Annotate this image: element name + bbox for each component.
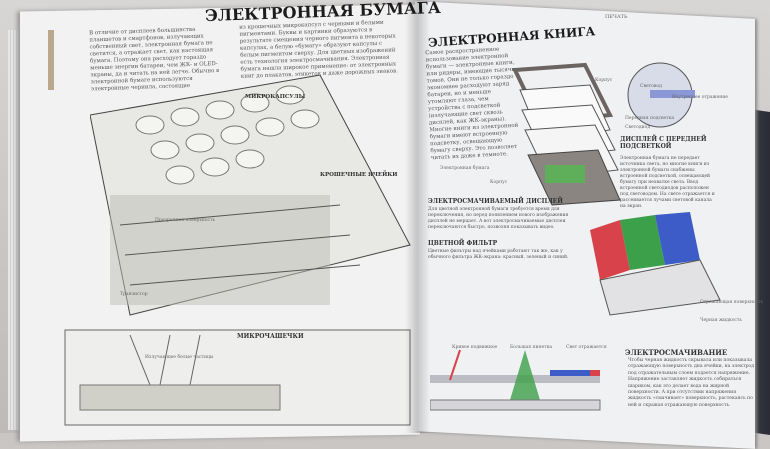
microcups-illustration [64, 329, 411, 426]
intro-col2: из крошечных микрокапсул с черными и бел… [239, 19, 399, 80]
led-label: Светодиод [625, 125, 651, 130]
running-head: ПЕЧАТЬ [605, 14, 628, 20]
case-bottom-label: Корпус [490, 180, 508, 185]
side-label-reflective: Отражающая поверхность [700, 300, 764, 305]
color-filter-heading: ЦВЕТНОЙ ФИЛЬТР [428, 240, 498, 247]
bottom-label-2: Большая пипетка [510, 345, 553, 350]
front-light-body: Электронная бумага не передает источника… [620, 156, 715, 209]
transistor-label: Транзистор [120, 292, 148, 297]
front-light-heading: ДИСПЛЕЙ С ПЕРЕДНЕЙ ПОДСВЕТКОЙ [620, 136, 707, 150]
electrowetting-body: Чтобы черная жидкость скрывала или показ… [628, 358, 755, 408]
white-particle-label: Излучающее белые частицы [145, 355, 214, 360]
electrowetting-diagram [430, 349, 601, 411]
ebook-exploded-diagram [511, 62, 695, 206]
bottom-label-1: Кривое подвижное [452, 345, 498, 350]
epaper-label: Электронная бумага [440, 166, 490, 171]
electrowetting-display-heading: ЭЛЕКТРОСМАЧИВАЕМЫЙ ДИСПЛЕЙ [428, 198, 563, 205]
book-spine-shadow [405, 0, 430, 433]
bottom-label-3: Свет отражается [566, 345, 607, 350]
internal-reflection-label: Внутреннее отражение [672, 95, 728, 100]
tiny-cells-heading: КРОШЕЧНЫЕ ЯЧЕЙКИ [320, 172, 398, 178]
front-surface-label: Прозрачная поверхность [155, 218, 215, 223]
front-light-label: Передняя подсветка [625, 116, 675, 121]
section-tab [48, 30, 54, 90]
electrowetting-heading: ЭЛЕКТРОСМАЧИВАНИЕ [625, 348, 728, 357]
side-label-black-liquid: Черная жидкость [700, 318, 742, 323]
microcapsules-heading: МИКРОКАПСУЛЫ [245, 94, 306, 100]
microcapsule-illustration [90, 75, 411, 316]
color-filter-body: Цветные фильтры над ячейками работают та… [428, 249, 569, 260]
case-top-label: Корпус [595, 78, 613, 83]
color-filter-diagram [590, 212, 721, 316]
electrowetting-display-body: Для цветной электронной бумаги требуется… [428, 207, 569, 230]
light-guide-label: Световод [640, 84, 662, 89]
microcups-heading: МИКРОЧАШЕЧКИ [237, 333, 304, 340]
